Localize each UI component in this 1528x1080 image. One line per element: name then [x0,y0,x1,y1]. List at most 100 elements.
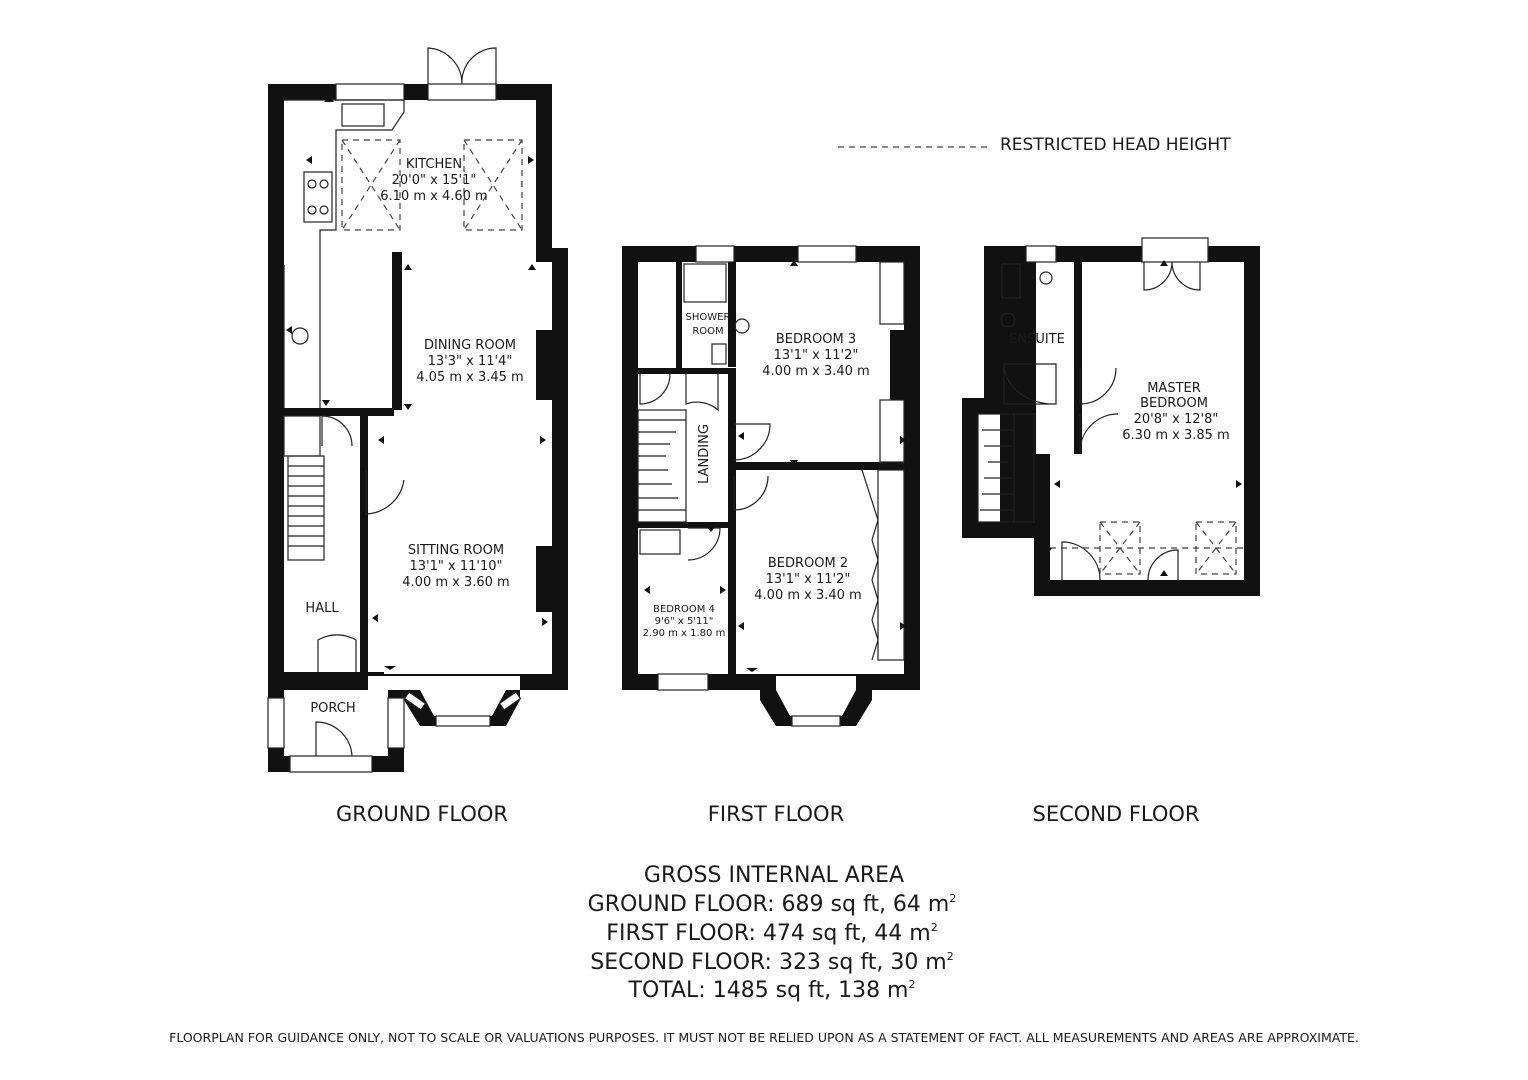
master-window [1141,237,1209,263]
skylight-master-right [1195,521,1237,575]
bedroom4-window [657,673,709,691]
skylight-master-left [1099,521,1141,575]
wc-icon [711,343,727,365]
bedroom3-chimney [890,330,904,400]
ground-outer-wall [268,84,568,690]
area-total: TOTAL: 1485 sq ft, 138 m2 [628,978,916,1003]
master-label-2: BEDROOM [1140,396,1208,411]
ensuite-shower [1003,363,1057,405]
ground-floor-plan [267,47,568,773]
bedroom2-imperial: 13'1" x 11'2" [766,572,851,587]
bedroom3-label: BEDROOM 3 [776,332,856,347]
master-door [1079,413,1119,453]
kitchen-window [335,83,405,101]
sitting-metric: 4.00 m x 3.60 m [402,575,509,590]
bedroom3-door [733,423,771,461]
sitting-label: SITTING ROOM [408,543,504,558]
shower-window [695,245,735,263]
wardrobe-b2 [877,469,905,661]
first-stairs [637,409,687,523]
area-second: SECOND FLOOR: 323 sq ft, 30 m2 [590,950,954,975]
master-metric: 6.30 m x 3.85 m [1122,428,1229,443]
skylight-left [341,139,401,231]
stair-enclosure-wall [962,398,1034,538]
disclaimer: FLOORPLAN FOR GUIDANCE ONLY, NOT TO SCAL… [169,1030,1359,1045]
area-heading: GROSS INTERNAL AREA [644,863,904,888]
sitting-room-door [365,470,405,515]
bedroom3-metric: 4.00 m x 3.40 m [762,364,869,379]
second-floor-plan [962,237,1260,596]
area-ground: GROUND FLOOR: 689 sq ft, 64 m2 [588,892,957,917]
kitchen-left-wall [272,100,284,265]
area-summary: GROSS INTERNAL AREA GROUND FLOOR: 689 sq… [588,863,957,1003]
first-bay-wall [760,690,872,726]
dining-label: DINING ROOM [424,338,516,353]
master-imperial: 20'8" x 12'8" [1134,412,1219,427]
shower-tray [683,263,727,303]
hall-sitting-wall [360,416,368,674]
sitting-imperial: 13'1" x 11'10" [410,559,503,574]
dining-metric: 4.05 m x 3.45 m [416,370,523,385]
hob [303,171,333,223]
cupboard-door [321,415,353,447]
sitting-chimney [536,546,552,612]
first-floor-plan [622,245,920,727]
porch-window-front [289,755,373,773]
bedroom4-door [687,527,721,561]
floor-titles: GROUND FLOOR FIRST FLOOR SECOND FLOOR [336,802,1200,826]
bedroom2-label: BEDROOM 2 [768,556,848,571]
ensuite-door [1079,367,1117,405]
legend-label: RESTRICTED HEAD HEIGHT [1000,135,1231,155]
legend: RESTRICTED HEAD HEIGHT [838,135,1231,155]
skylight-right [463,139,523,231]
bedroom3-imperial: 13'1" x 11'2" [774,348,859,363]
bay-window-right [498,691,522,711]
room-labels: KITCHEN 20'0" x 15'1" 6.10 m x 4.60 m DI… [305,157,1229,716]
bay-window [435,715,491,727]
basin-icon [734,318,750,334]
kitchen-dining-wall [392,252,402,410]
sitting-bay-wall [404,690,520,726]
bedroom2-metric: 4.00 m x 3.40 m [754,588,861,603]
bedroom4-imperial: 9'6" x 5'11" [655,616,714,627]
porch-door [315,721,353,757]
ensuite-label: ENSUITE [1009,332,1065,347]
hall-top-wall [284,408,394,416]
front-door [317,634,357,672]
master-label-1: MASTER [1147,381,1201,396]
french-doors [427,83,497,101]
dining-chimney [536,330,552,400]
bedroom2-door [733,475,769,511]
kitchen-metric: 6.10 m x 4.60 m [380,189,487,204]
dining-imperial: 13'3" x 11'4" [428,354,513,369]
french-door-swing [427,47,497,85]
second-outer-wall [984,246,1260,596]
second-floor-title: SECOND FLOOR [1032,802,1199,826]
porch-window-right [387,697,405,749]
bedroom3-window [797,245,857,263]
cupboard-b4 [639,529,681,555]
hall-label: HALL [305,601,339,616]
shower-label-1: SHOWER [686,312,731,323]
first-floor-title: FIRST FLOOR [708,802,844,826]
bedroom4-label: BEDROOM 4 [653,604,715,615]
ground-floor-title: GROUND FLOOR [336,802,508,826]
shower-label-2: ROOM [692,326,723,337]
second-stairs [977,413,1035,523]
kitchen-label: KITCHEN [406,157,462,172]
understairs-cupboard [283,415,321,457]
bay-window-left [403,691,427,711]
ensuite-basin-icon [1000,312,1016,328]
kitchen-sink [341,103,385,127]
ensuite-window [1025,245,1057,263]
wardrobe-b3-bottom [879,399,905,463]
area-first: FIRST FLOOR: 474 sq ft, 44 m2 [606,921,937,946]
ensuite-wc-icon [1039,271,1053,285]
porch-label: PORCH [310,701,355,716]
landing-label: LANDING [697,424,712,484]
ground-stairs [287,455,325,561]
porch-window-left [267,697,285,749]
wc-basin-icon [291,327,309,345]
wardrobe-b3-top [879,261,905,325]
